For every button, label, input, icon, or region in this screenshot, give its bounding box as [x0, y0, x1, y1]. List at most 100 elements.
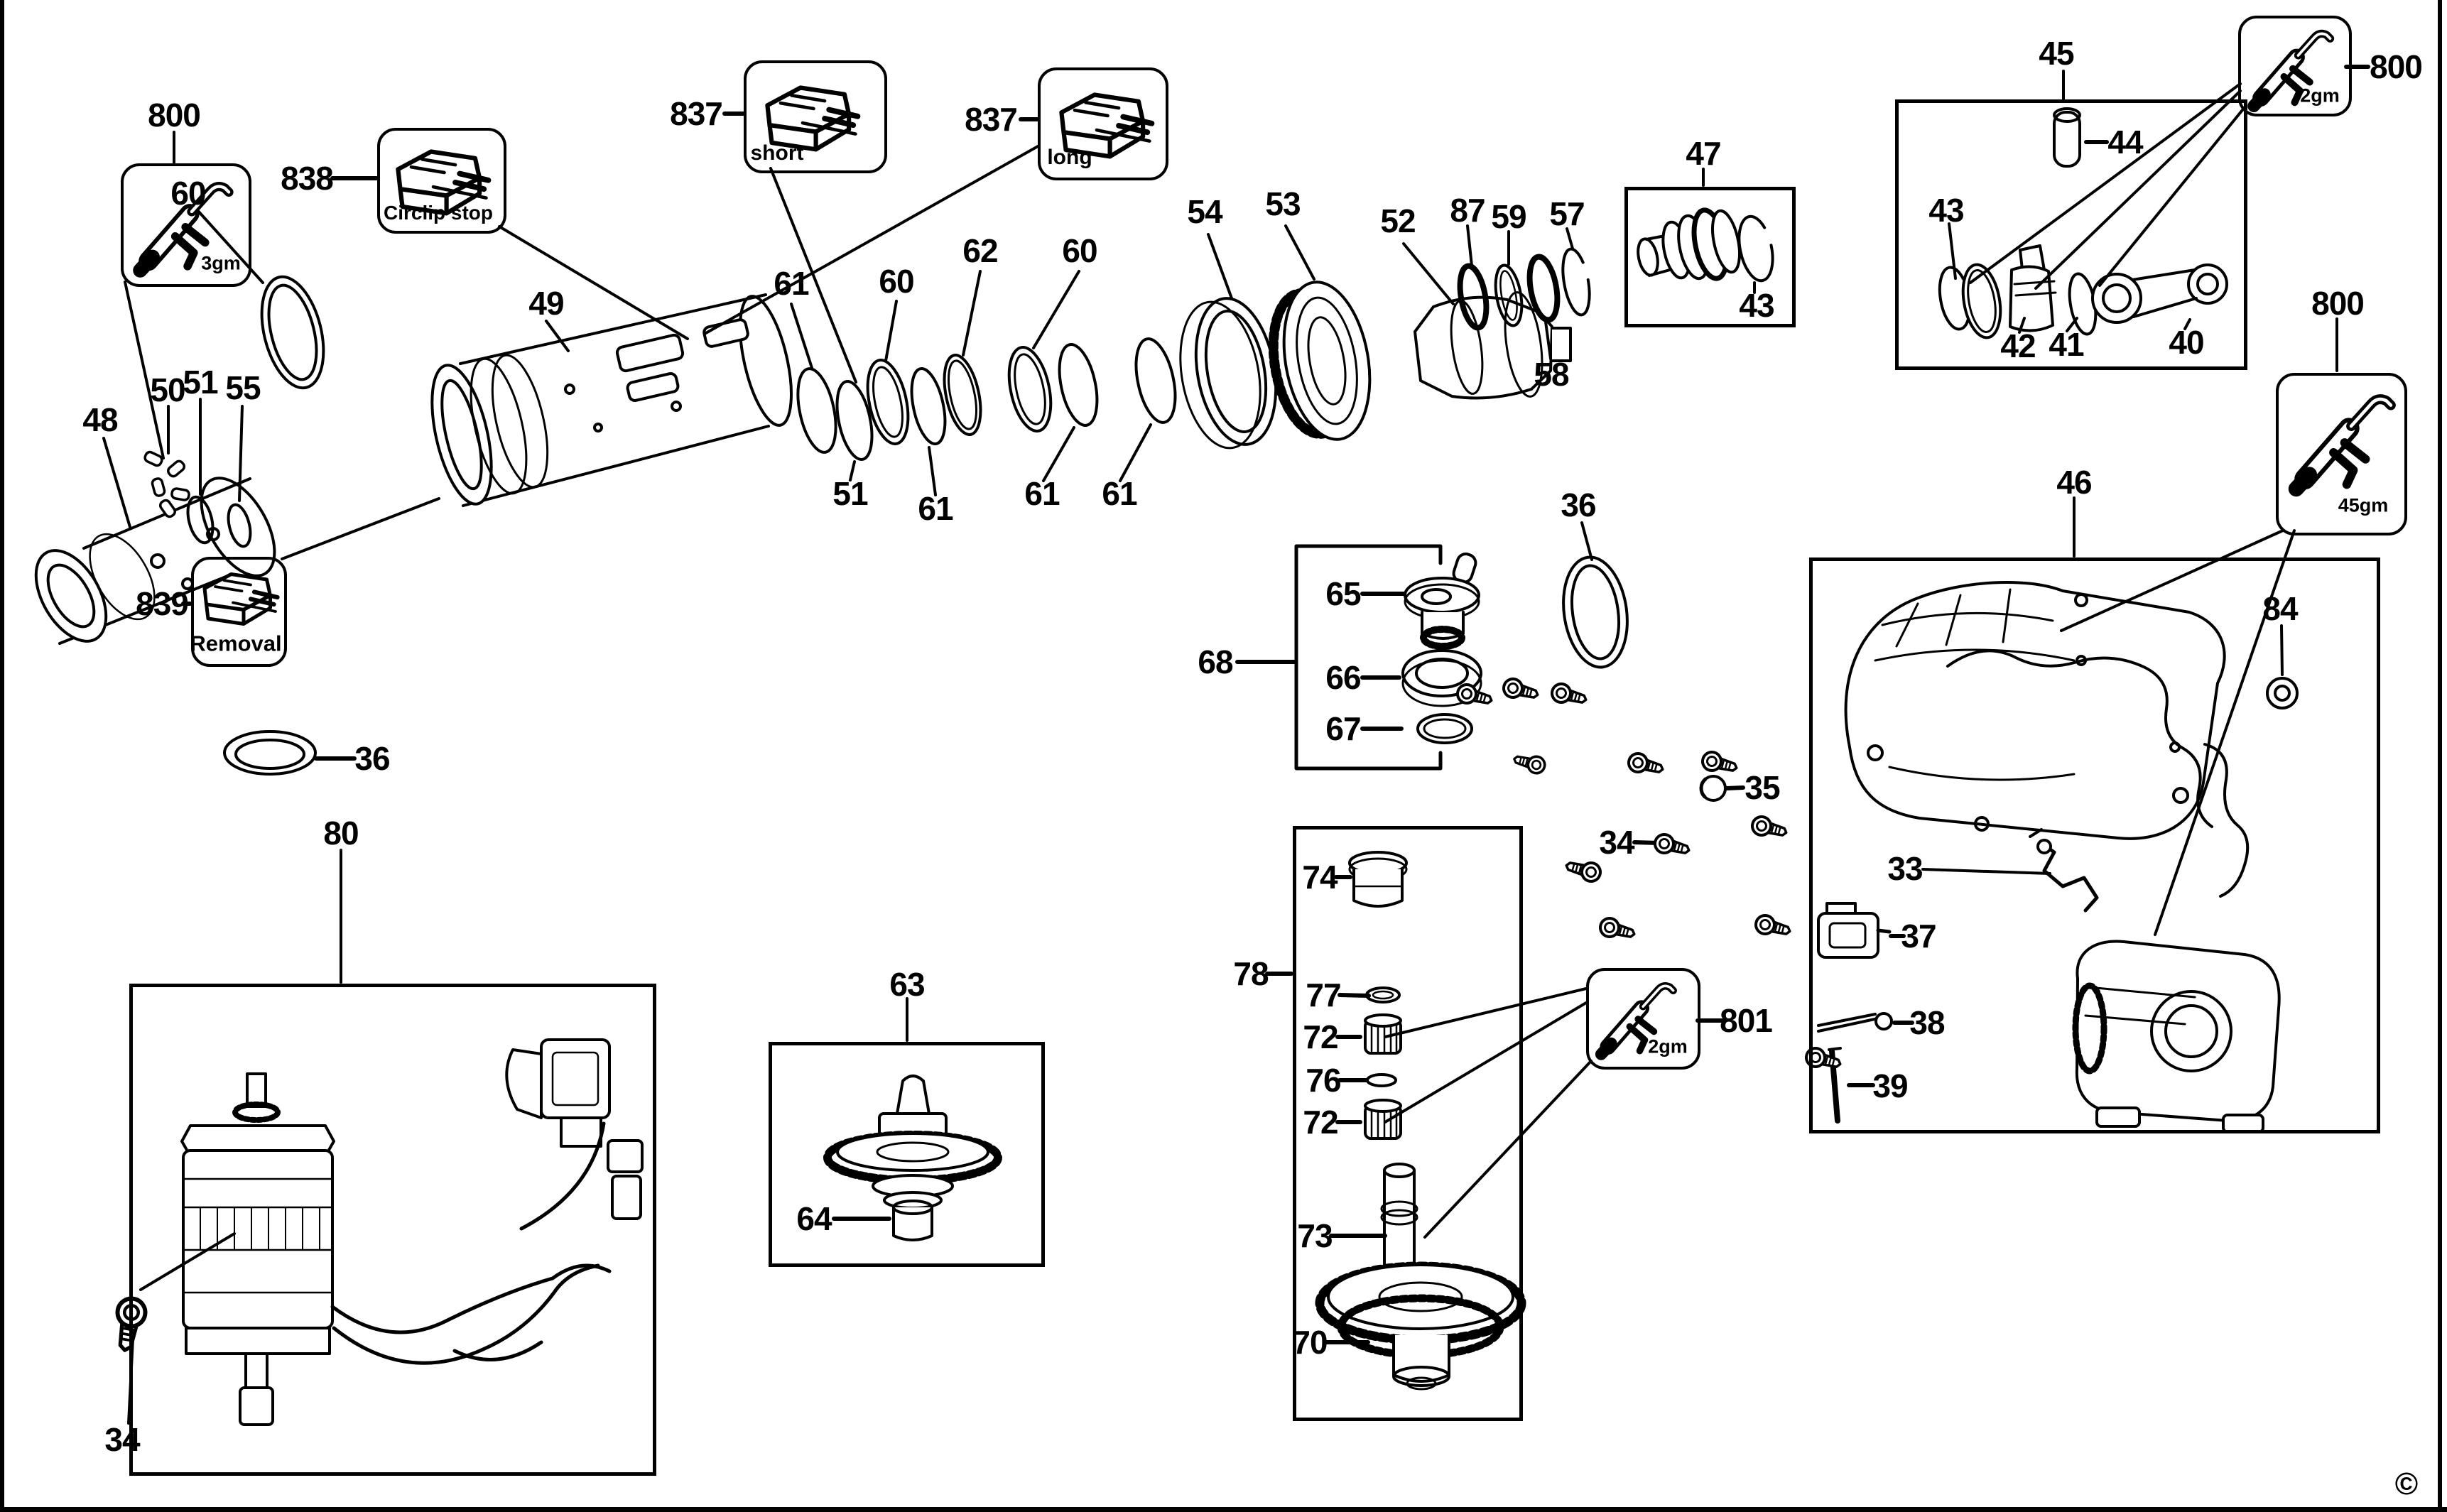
- part-callout: 70: [1292, 1324, 1328, 1361]
- leader-line: [545, 320, 570, 352]
- part-group-box: [1809, 558, 2380, 1133]
- part-callout: 837: [965, 101, 1018, 138]
- leader-line: [1402, 242, 1455, 305]
- part-callout: 46: [2056, 464, 2092, 501]
- part-callout: 72: [1303, 1018, 1338, 1055]
- screw-icon: [1752, 912, 1794, 942]
- leader-line: [769, 167, 857, 384]
- part-callout: 36: [1561, 486, 1596, 523]
- part-callout: 61: [1102, 475, 1137, 512]
- part-callout: 36: [354, 740, 390, 777]
- pins-50-drawing: [143, 450, 190, 518]
- leader-line: [1042, 426, 1075, 482]
- leader-line: [703, 144, 1041, 335]
- part-callout: 42: [2000, 327, 2036, 364]
- part-callout: 45: [2039, 35, 2074, 72]
- leader-line: [1207, 233, 1233, 300]
- leader-line: [2060, 529, 2284, 632]
- leader-line: [1284, 224, 1315, 281]
- part-callout: 40: [2169, 324, 2204, 361]
- part-callout: 76: [1306, 1062, 1341, 1099]
- ring-row-drawing: [796, 337, 1177, 461]
- callout-panel: [744, 60, 887, 173]
- part-callout: 800: [148, 97, 201, 134]
- bottom-border: [0, 1507, 2447, 1512]
- gear-63-64-drawing: [823, 1075, 1002, 1241]
- leader-line: [124, 281, 165, 459]
- screw-icon: [1651, 831, 1693, 861]
- part-callout: 61: [774, 265, 809, 302]
- part-callout: 800: [2370, 48, 2423, 85]
- part-callout: 47: [1686, 135, 1721, 172]
- rings-87-59-58-57-drawing: [1457, 247, 1591, 331]
- left-border: [0, 0, 4, 1512]
- part-callout: 54: [1187, 193, 1222, 230]
- part-callout: 72: [1303, 1104, 1338, 1141]
- cylinder-49-drawing: [430, 293, 793, 507]
- screw-icon: [1562, 855, 1604, 885]
- part-callout: 801: [1720, 1002, 1773, 1039]
- part-callout: 37: [1901, 918, 1936, 954]
- part-callout: 63: [889, 966, 925, 1003]
- tool-holder-48-drawing: [34, 477, 276, 645]
- part-callout: 78: [1233, 955, 1269, 992]
- rings-51-55-60-drawing: [186, 275, 325, 548]
- leader-line: [928, 446, 937, 496]
- leader-line: [1338, 993, 1371, 998]
- part-callout: 50: [150, 371, 185, 408]
- part-callout: 34: [1599, 824, 1634, 861]
- part-callout: 60: [1062, 232, 1097, 269]
- leader-line: [1423, 1060, 1593, 1239]
- part-callout: 57: [1549, 195, 1585, 232]
- callout-panel: [2276, 373, 2407, 535]
- screw-icon: [1597, 915, 1639, 945]
- striker-68-group-drawing: [1294, 544, 1482, 771]
- part-callout: 33: [1887, 850, 1923, 887]
- part-callout: 61: [1024, 475, 1060, 512]
- part-callout: 52: [1380, 202, 1416, 239]
- part-callout: 60: [170, 175, 206, 212]
- part-callout: 38: [1909, 1004, 1945, 1041]
- housing-46-group-drawing: [1817, 580, 2299, 1133]
- part-callout: 80: [323, 815, 359, 852]
- leader-line: [849, 460, 856, 482]
- part-callout: 43: [1928, 192, 1964, 229]
- part-callout: 34: [104, 1421, 140, 1458]
- leader-line: [790, 303, 813, 369]
- leader-line: [1921, 868, 2051, 875]
- part-callout: 53: [1265, 185, 1301, 222]
- part-callout: 68: [1198, 643, 1233, 680]
- screw-icon: [1625, 750, 1667, 780]
- leader-line: [2154, 529, 2296, 936]
- leader-line: [2098, 105, 2247, 287]
- callout-panel: [377, 128, 506, 234]
- panel-caption: 45gm: [2338, 494, 2389, 516]
- part-callout: 44: [2107, 124, 2143, 161]
- leader-line: [2018, 317, 2026, 334]
- part-callout: 837: [670, 95, 723, 132]
- leader-line: [238, 405, 244, 502]
- part-group-box: [129, 984, 656, 1476]
- part-group-box: [769, 1042, 1045, 1267]
- leader-line: [1566, 227, 1574, 250]
- part-callout: 58: [1534, 356, 1569, 393]
- piston-47-drawing: [1637, 207, 1774, 283]
- screw-icon: [1500, 675, 1542, 705]
- leader-line: [1948, 222, 1957, 280]
- leader-line: [884, 300, 898, 362]
- leader-line: [2183, 318, 2191, 330]
- leader-line: [1384, 1001, 1588, 1124]
- screw-icon: [1699, 749, 1741, 778]
- leader-lines-layer: [102, 65, 2370, 1425]
- part-group-box: [1624, 187, 1796, 327]
- part-callout: 48: [82, 401, 118, 438]
- part-callout: 62: [962, 232, 998, 269]
- bearing-53-drawing: [1268, 281, 1372, 441]
- screw-icon: [1749, 813, 1791, 843]
- leader-line: [1384, 987, 1588, 1038]
- leader-line: [2280, 624, 2284, 676]
- bearing-54-drawing: [1179, 297, 1278, 450]
- part-callout: 51: [183, 364, 218, 401]
